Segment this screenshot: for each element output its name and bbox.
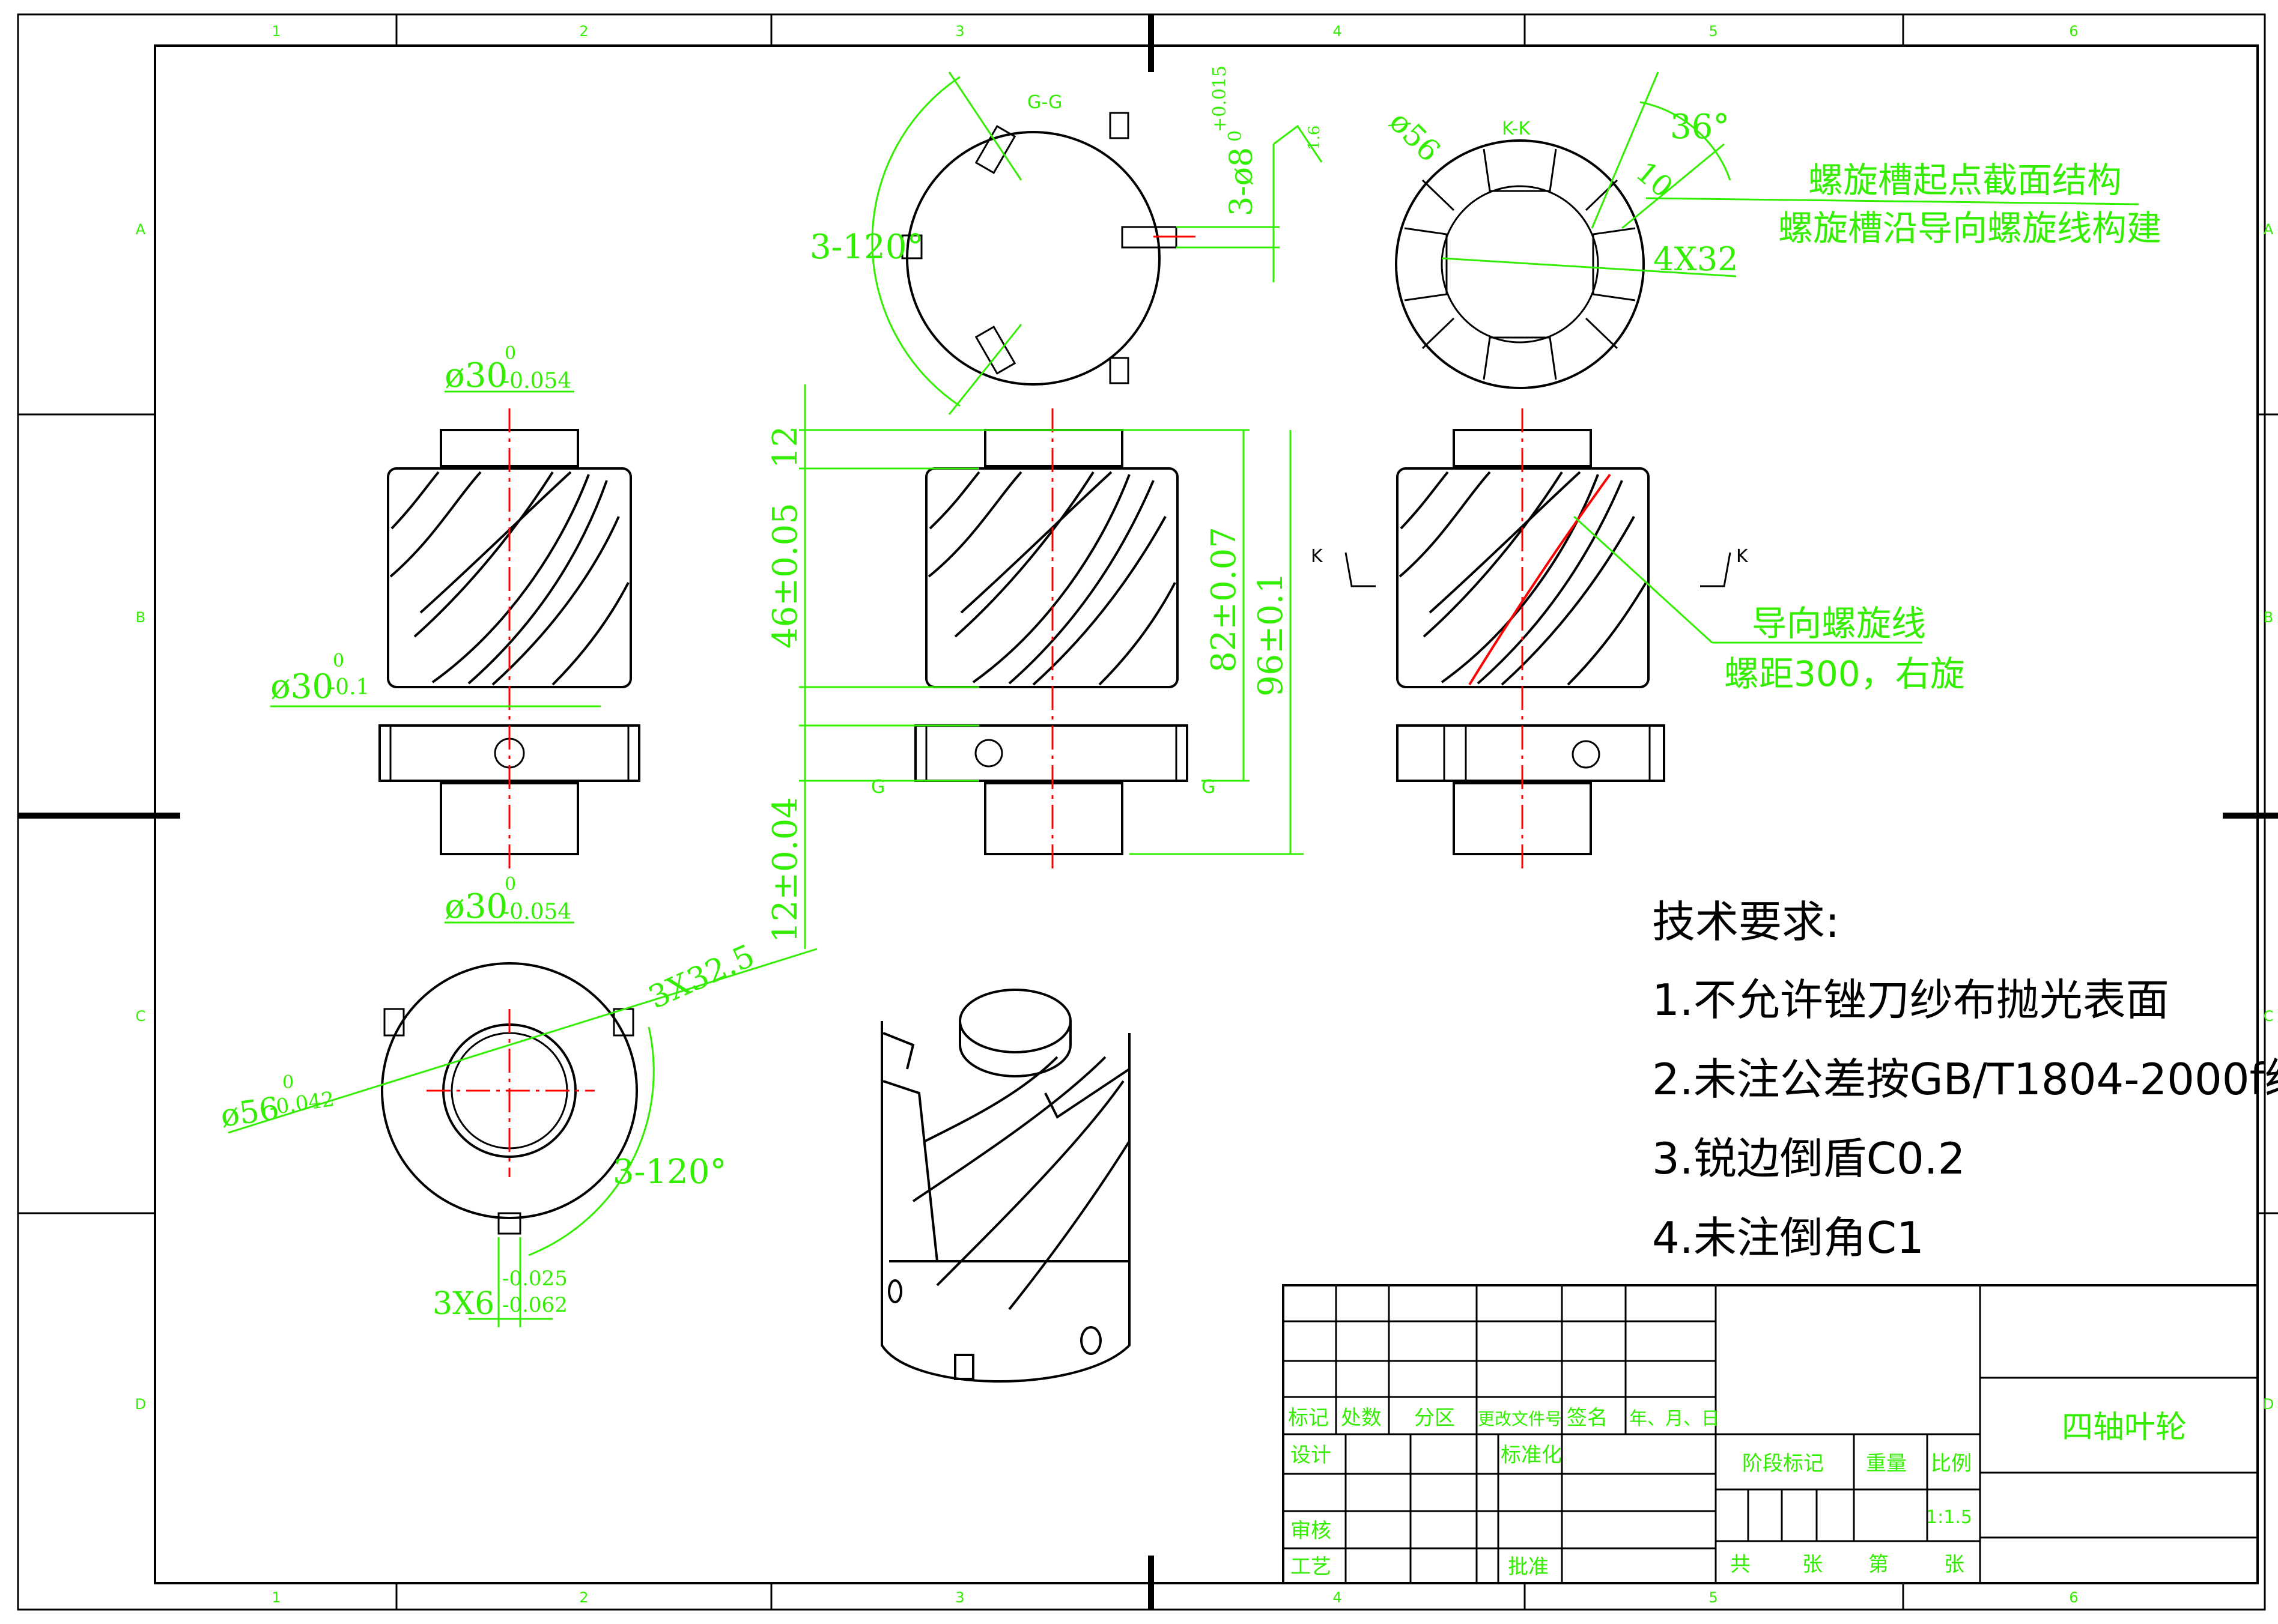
len-96-dim: 96±0.1 xyxy=(1251,572,1290,697)
kk-slots-dim: 4X32 xyxy=(1653,240,1739,278)
sheet-border xyxy=(17,13,2278,1611)
section-k-marker-left: K xyxy=(1311,546,1323,567)
col-label-3: 3 xyxy=(955,23,964,40)
middle-elevation-view: G G 12 46±0.05 12±0.04 82±0.07 96±0.1 xyxy=(766,384,1304,949)
body-tol-lower: -0.1 xyxy=(328,675,369,700)
col-label-6: 6 xyxy=(2069,23,2078,40)
guide-pitch-note: 螺距300，右旋 xyxy=(1724,653,1965,694)
col-label-2-bottom: 2 xyxy=(579,1589,588,1606)
shaft-bottom-tol-lower: -0.054 xyxy=(502,900,571,924)
section-k-marker-right: K xyxy=(1736,546,1749,567)
tb-change-doc: 更改文件号 xyxy=(1478,1409,1562,1429)
tb-zone: 分区 xyxy=(1414,1406,1455,1430)
flange-chamfer-dim: 3X32.5 xyxy=(643,938,760,1016)
tb-count: 处数 xyxy=(1341,1406,1382,1430)
part-name: 四轴叶轮 xyxy=(2062,1410,2187,1446)
row-label-c: C xyxy=(136,1008,146,1025)
tb-approve: 批准 xyxy=(1508,1555,1549,1579)
row-label-b-right: B xyxy=(2264,609,2273,626)
key-tol-upper: -0.025 xyxy=(502,1267,568,1291)
tb-date: 年、月、日 xyxy=(1629,1408,1719,1429)
row-label-c-right: C xyxy=(2264,1008,2274,1025)
section-gg-view: 3-120° G-G 3-ø8 +0.015 0 1.6 xyxy=(810,65,1323,415)
tb-process: 工艺 xyxy=(1290,1555,1331,1579)
col-label-5-bottom: 5 xyxy=(1708,1589,1718,1606)
tb-scale-label: 比例 xyxy=(1931,1452,1972,1476)
tb-review: 审核 xyxy=(1290,1519,1331,1543)
col-label-2: 2 xyxy=(579,23,588,40)
tb-sheets2: 张 xyxy=(1944,1553,1964,1577)
col-label-3-bottom: 3 xyxy=(955,1589,964,1606)
tb-weight: 重量 xyxy=(1866,1452,1907,1476)
tb-scale-value: 1:1.5 xyxy=(1926,1507,1972,1528)
row-label-d: D xyxy=(135,1396,146,1413)
len-12-dim: 12 xyxy=(766,426,805,468)
tb-sheet-no: 第 xyxy=(1868,1553,1889,1577)
zone-labels: 1 2 3 4 5 6 1 2 3 4 5 6 A B C D A B C D xyxy=(135,23,2274,1606)
key-tol-lower: -0.062 xyxy=(502,1293,568,1317)
section-g-marker-right: G xyxy=(1201,777,1215,798)
tb-signature: 签名 xyxy=(1567,1406,1608,1430)
tb-sheets: 张 xyxy=(1802,1553,1823,1577)
roughness-value: 1.6 xyxy=(1305,126,1323,150)
row-label-a-right: A xyxy=(2264,221,2274,238)
tb-stage-mark: 阶段标记 xyxy=(1742,1452,1824,1476)
tb-design: 设计 xyxy=(1290,1443,1331,1467)
tb-mark: 标记 xyxy=(1288,1406,1329,1430)
col-label-5: 5 xyxy=(1708,23,1718,40)
col-label-1-bottom: 1 xyxy=(272,1589,281,1606)
col-label-4-bottom: 4 xyxy=(1332,1589,1341,1606)
section-kk-view: K-K ø56 36° 10 4X32 螺旋槽起点截面结构 螺旋槽沿导向螺旋线构… xyxy=(1383,71,2161,389)
hole-dia-dim: 3-ø8 xyxy=(1224,147,1260,216)
section-g-marker-left: G xyxy=(871,777,885,798)
helix-start-note-1: 螺旋槽起点截面结构 xyxy=(1808,160,2122,201)
shaft-top-tol-lower: -0.054 xyxy=(502,369,571,393)
left-elevation-view: ø30 0 -0.054 ø30 0 -0.1 ø30 0 -0.054 xyxy=(270,343,640,926)
tech-req-item-4: 4.未注倒角C1 xyxy=(1652,1213,1924,1263)
flange-tol-lower: -0.042 xyxy=(268,1087,336,1120)
tech-req-item-2: 2.未注公差按GB/T1804-2000f级 xyxy=(1652,1054,2278,1104)
row-label-a: A xyxy=(136,221,146,238)
shaft-top-dim: ø30 xyxy=(445,356,508,395)
title-block: 标记 处数 分区 更改文件号 签名 年、月、日 设计 标准化 审核 工艺 批准 … xyxy=(1282,1284,2259,1584)
section-kk-label: K-K xyxy=(1502,118,1531,139)
len-82-dim: 82±0.07 xyxy=(1204,527,1244,673)
tech-req-item-3: 3.锐边倒盾C0.2 xyxy=(1652,1133,1965,1184)
helix-start-note-2: 螺旋槽沿导向螺旋线构建 xyxy=(1778,208,2161,249)
len-12b-dim: 12±0.04 xyxy=(766,797,805,943)
hole-tol-upper: +0.015 xyxy=(1209,65,1230,132)
flange-tol-upper: 0 xyxy=(282,1072,294,1093)
col-label-6-bottom: 6 xyxy=(2069,1589,2078,1606)
kk-angle-dim: 36° xyxy=(1670,108,1730,147)
tb-standardize: 标准化 xyxy=(1501,1443,1562,1467)
body-dia-dim: ø30 xyxy=(270,667,333,706)
tech-req-item-1: 1.不允许锉刀纱布抛光表面 xyxy=(1652,975,2169,1025)
body-tol-upper: 0 xyxy=(333,650,344,671)
col-label-1: 1 xyxy=(272,23,281,40)
row-label-b: B xyxy=(136,609,145,626)
flange-angle-dim: 3-120° xyxy=(613,1153,726,1192)
section-gg-label: G-G xyxy=(1027,92,1062,113)
kk-width-dim: 10 xyxy=(1629,155,1679,204)
tech-req-title: 技术要求: xyxy=(1652,897,1839,947)
col-label-4: 4 xyxy=(1332,23,1341,40)
guide-helix-note: 导向螺旋线 xyxy=(1752,603,1926,644)
tb-total: 共 xyxy=(1730,1553,1751,1577)
flange-end-view: ø56 0 -0.042 3X32.5 3-120° 3X6 -0.025 -0… xyxy=(218,938,818,1327)
gg-angle-dim: 3-120° xyxy=(810,228,923,267)
isometric-view xyxy=(881,989,1131,1383)
kk-dia-dim: ø56 xyxy=(1383,104,1447,168)
right-elevation-view: K K 导向螺旋线 螺距300，右旋 xyxy=(1311,408,1965,871)
len-46-dim: 46±0.05 xyxy=(766,503,805,649)
shaft-bottom-tol-upper: 0 xyxy=(505,874,516,895)
shaft-top-tol-upper: 0 xyxy=(505,343,516,364)
flange-dia-dim: ø56 xyxy=(218,1091,281,1135)
tech-requirements: 技术要求: 1.不允许锉刀纱布抛光表面 2.未注公差按GB/T1804-2000… xyxy=(1652,897,2278,1263)
shaft-bottom-dim: ø30 xyxy=(445,887,508,926)
row-label-d-right: D xyxy=(2263,1396,2274,1413)
key-width-dim: 3X6 xyxy=(433,1286,494,1322)
hole-tol-lower: 0 xyxy=(1225,130,1246,142)
